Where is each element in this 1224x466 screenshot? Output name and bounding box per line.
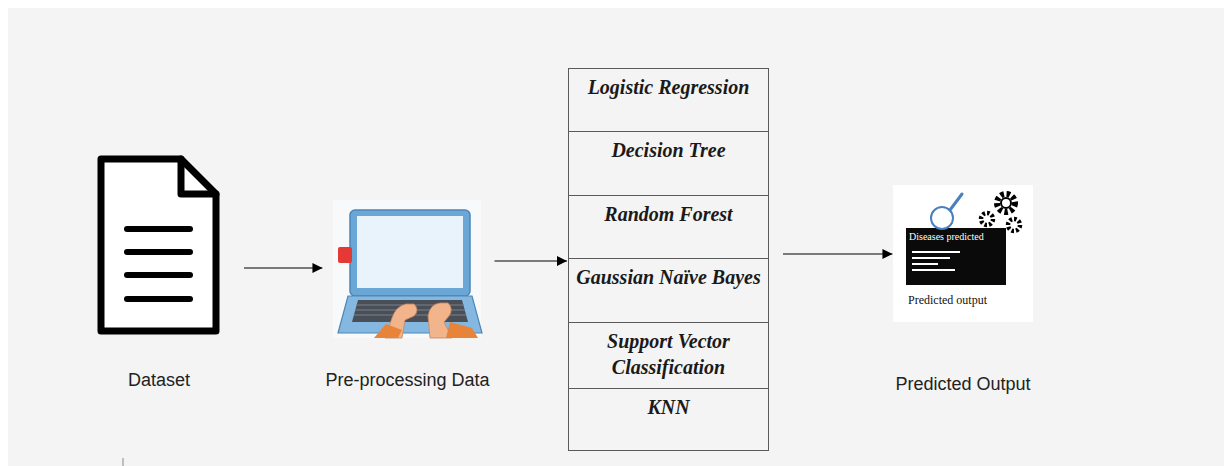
gear-hub (1001, 198, 1011, 208)
model-name: Decision Tree (569, 132, 768, 163)
laptop-lid (350, 210, 470, 296)
icon-node: Pre-processing Data (322, 198, 492, 403)
screen-text: Diseases predicted (909, 231, 984, 243)
gear-small (981, 213, 993, 225)
document-icon (101, 159, 216, 331)
document-line (127, 226, 190, 232)
magnifier-handle (950, 194, 962, 210)
document-line (127, 249, 190, 255)
model-name: Support Vector Classification (569, 323, 768, 380)
icon-node: Diseases predictedPredicted outputPredic… (892, 185, 1033, 400)
model-box: Random Forest (568, 195, 769, 259)
flow-arrow (244, 267, 322, 268)
output-screen (906, 228, 1006, 285)
background-panel (8, 8, 1224, 466)
model-name: Logistic Regression (569, 69, 768, 100)
laptop-screen (357, 216, 463, 288)
flow-arrow (495, 260, 567, 261)
flow-arrow (783, 253, 892, 254)
model-name: Gaussian Naïve Bayes (569, 259, 768, 290)
dataset-caption: Dataset (128, 370, 190, 391)
document-outline (101, 159, 216, 331)
model-box: Logistic Regression (568, 68, 769, 132)
left-sleeve (374, 324, 402, 338)
model-name: Random Forest (569, 196, 768, 227)
drawing-part (912, 269, 955, 271)
gear-large (997, 194, 1015, 212)
output-caption: Predicted Output (895, 374, 1030, 395)
output-illustration (893, 185, 1033, 322)
model-box: Gaussian Naïve Bayes (568, 258, 769, 323)
document-fold (181, 159, 216, 194)
laptop-illustration (333, 200, 482, 338)
drawing-part (912, 251, 960, 253)
step-caption: Pre-processing Data (325, 370, 489, 391)
model-box: KNN (568, 388, 769, 451)
laptop-ground (333, 200, 481, 338)
gear-small (1008, 219, 1020, 231)
screen-lines (912, 252, 960, 270)
drawing-part (912, 257, 950, 259)
red-tag (338, 247, 352, 263)
document-line (127, 272, 190, 278)
icon-node: Dataset (92, 152, 226, 402)
icon-caption: Predicted output (908, 293, 987, 307)
drawing-part (912, 263, 938, 265)
model-name: KNN (569, 389, 768, 420)
document-line (127, 296, 190, 302)
tick-mark (123, 458, 124, 466)
output-ground (893, 185, 1033, 322)
model-box: Decision Tree (568, 131, 769, 196)
model-box: Support Vector Classification (568, 322, 769, 389)
right-sleeve (446, 322, 478, 338)
